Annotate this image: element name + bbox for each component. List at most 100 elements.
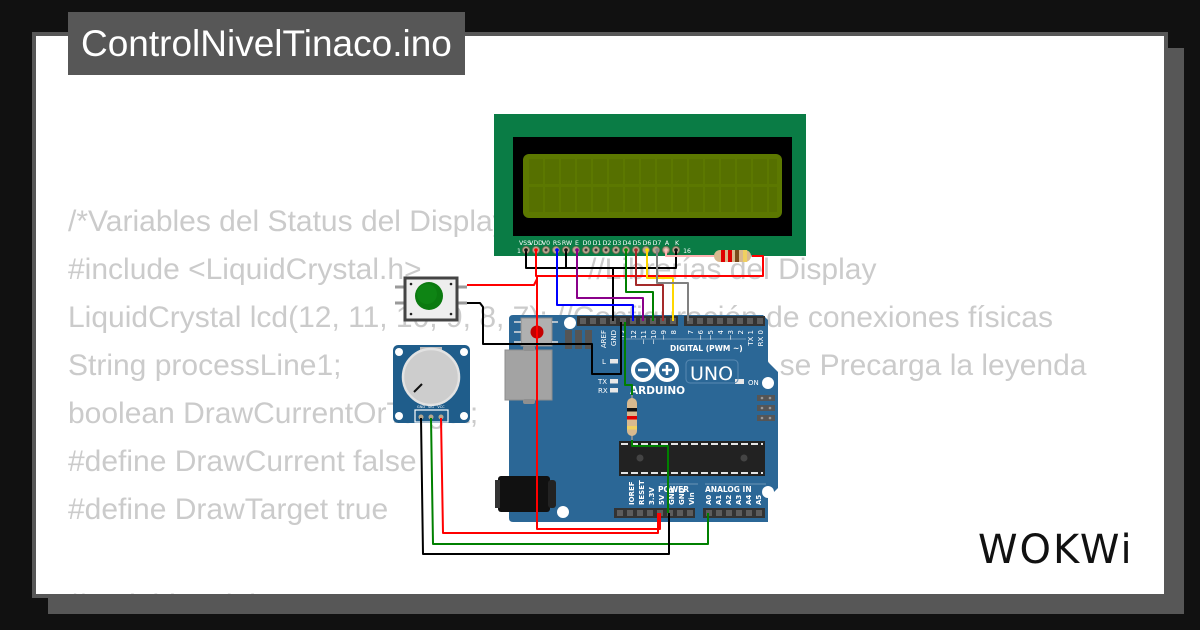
pot-pin-label: VCC <box>437 405 445 409</box>
power-header <box>614 508 765 518</box>
resistor-backlight[interactable] <box>705 250 760 262</box>
analog-label: ANALOG IN <box>705 485 752 494</box>
wire-rs[interactable] <box>556 250 634 321</box>
pin-label: 5V <box>658 494 666 505</box>
pin-label: A0 <box>705 495 713 505</box>
icsp-header <box>565 330 592 349</box>
pin-label: GND <box>678 487 686 505</box>
knob-indicator <box>413 383 423 393</box>
wire-led[interactable] <box>624 322 633 395</box>
led-tx-label: TX <box>597 378 607 386</box>
led-l-label: L <box>602 358 606 366</box>
lcd-pin-label: VSS <box>519 240 531 247</box>
wire-d7[interactable] <box>656 250 689 321</box>
digital-header <box>577 316 765 326</box>
code-text: #define DrawCurrent false <box>68 445 417 478</box>
code-line: #include <LiquidCrystal.h> //Librerías d… <box>68 246 1132 294</box>
wire-vdd[interactable] <box>535 250 764 277</box>
wire-pot-vcc[interactable] <box>440 417 659 534</box>
pin-label: 12 <box>630 330 638 339</box>
lcd-pin-number: 16 <box>683 248 691 255</box>
power-jack <box>495 476 556 512</box>
wokwi-logo[interactable]: WOKWi <box>978 526 1150 574</box>
pin-label: A4 <box>745 495 753 505</box>
potentiometer[interactable]: GND SIG VCC <box>393 345 470 423</box>
pin-label: 7 <box>687 330 695 334</box>
mounting-hole <box>557 506 569 518</box>
wire-backlight[interactable] <box>665 250 714 257</box>
wire-pot-sig[interactable] <box>430 417 709 545</box>
pin-label: A5 <box>755 495 763 505</box>
code-text: #define DrawTarget true <box>68 493 389 526</box>
code-text: //Variables del Sensor <box>68 582 359 594</box>
lcd-pin-label: V0 <box>542 240 550 247</box>
resistor-led[interactable] <box>627 392 637 442</box>
pin-label: A1 <box>715 495 723 505</box>
lcd-pin-label: D7 <box>653 240 662 247</box>
status-leds: L TX RX ON <box>597 358 759 395</box>
lcd-pin-label: D6 <box>643 240 652 247</box>
code-line: #define DrawCurrent false <box>68 438 1132 486</box>
lcd-display[interactable]: VSS VDD V0 RS RW E D0 D1 D2 D3 D4 D5 D6 … <box>494 114 806 256</box>
wire-button-signal[interactable] <box>467 302 622 375</box>
pin-label: Vin <box>688 492 696 505</box>
wire-e[interactable] <box>576 250 644 321</box>
pin-label: ~9 <box>660 330 668 340</box>
wire-d6[interactable] <box>646 250 674 321</box>
mounting-hole <box>564 317 576 329</box>
pin-label: 2 <box>737 330 745 334</box>
wire-pot-gnd[interactable] <box>420 417 670 555</box>
lcd-pin-label: D2 <box>603 240 612 247</box>
lcd-pin-label: D3 <box>613 240 622 247</box>
pin-label: IOREF <box>628 481 636 505</box>
lcd-pin-label: D4 <box>623 240 632 247</box>
pin-label: RX 0 <box>757 330 765 346</box>
mounting-hole <box>762 486 774 498</box>
pot-pin-label: GND <box>417 405 425 409</box>
lcd-pin-label: D1 <box>593 240 602 247</box>
code-text: String processLine1; <box>68 349 342 382</box>
pin-label: ~3 <box>727 330 735 340</box>
lcd-pin-number: 1 <box>517 248 521 255</box>
mounting-hole <box>762 377 774 389</box>
pin-label: RESET <box>638 480 646 505</box>
pin-label: ~11 <box>640 330 648 345</box>
pin-label: TX 1 <box>747 330 755 347</box>
pot-knob[interactable] <box>401 347 461 407</box>
pin-label: ~5 <box>707 330 715 340</box>
wire-d5[interactable] <box>635 250 664 321</box>
arduino-uno[interactable]: AREF GND 13 12 ~11 ~10 ~9 8 7 ~6 ~5 4 ~3… <box>495 315 778 522</box>
pushbutton[interactable] <box>395 276 467 322</box>
power-label: POWER <box>658 485 689 494</box>
pin-label: GND <box>668 487 676 505</box>
wire-5v[interactable] <box>536 276 661 530</box>
pin-label: GND <box>610 330 618 346</box>
pin-label: 8 <box>670 330 678 334</box>
pin-label: ~10 <box>650 330 658 345</box>
lcd-pin-label: D5 <box>633 240 642 247</box>
lcd-pin-holes <box>544 248 618 252</box>
logo-text: WOKWi <box>978 527 1134 573</box>
arduino-logo: UNO ARDUINO <box>630 358 739 397</box>
model-name: UNO <box>690 363 733 385</box>
pin-label: AREF <box>600 330 608 348</box>
wire-endpoints <box>524 248 678 252</box>
lcd-character-grid <box>529 159 777 213</box>
pin-label: A3 <box>735 495 743 505</box>
brand-name: ARDUINO <box>630 385 685 397</box>
lcd-pin-label: RW <box>562 240 572 247</box>
icsp2-header <box>757 395 775 421</box>
code-text: #include <LiquidCrystal.h> <box>68 253 422 286</box>
wire-gnd-lcd[interactable] <box>525 250 677 269</box>
digital-label: DIGITAL (PWM ~) <box>670 344 743 353</box>
wire-led-gnd[interactable] <box>631 440 669 513</box>
lcd-pin-label: E <box>575 240 579 247</box>
wire-d4[interactable] <box>625 250 654 321</box>
wires <box>420 250 764 555</box>
pin-label: 3.3V <box>648 487 656 505</box>
lcd-pin-label: K <box>675 240 680 247</box>
lcd-pin-label: VDD <box>529 240 543 247</box>
led-on-label: ON <box>748 379 759 387</box>
wire-button-vcc[interactable] <box>467 278 538 286</box>
